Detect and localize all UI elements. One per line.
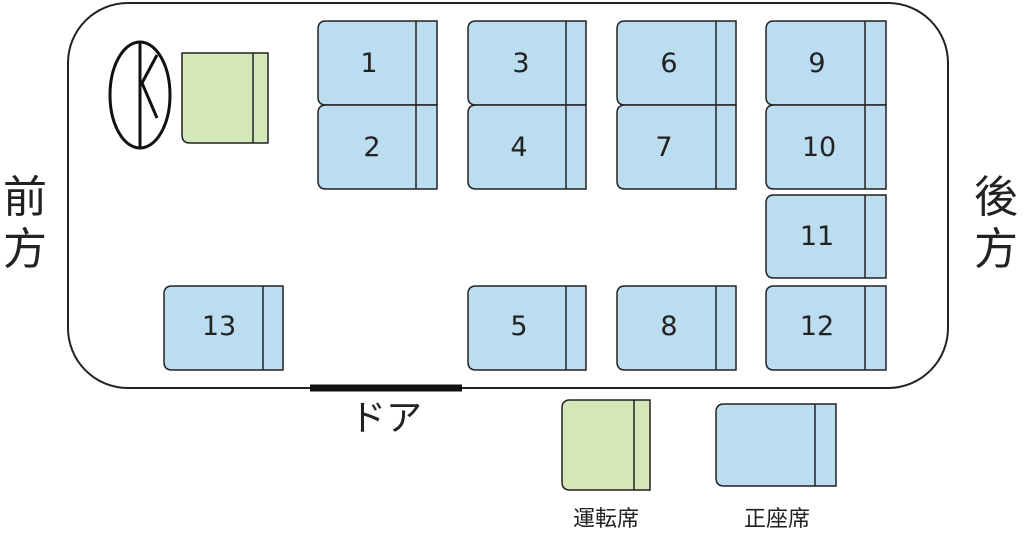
seat-3[interactable]: 3 bbox=[467, 20, 587, 106]
rear-label-char-2: 方 bbox=[974, 224, 1018, 275]
seat-number: 13 bbox=[202, 311, 236, 342]
rear-label: 後 方 bbox=[974, 172, 1018, 275]
seat-number: 12 bbox=[800, 311, 834, 342]
seat-number: 8 bbox=[660, 311, 677, 342]
seat-12[interactable]: 12 bbox=[765, 285, 887, 371]
seat-number: 11 bbox=[800, 221, 834, 252]
legend: 運転席 正座席 bbox=[561, 399, 837, 532]
seat-1[interactable]: 1 bbox=[317, 20, 438, 106]
steering-wheel-icon bbox=[108, 40, 172, 150]
rear-label-char-1: 後 bbox=[974, 172, 1018, 223]
seat-6[interactable]: 6 bbox=[616, 20, 737, 106]
seat-13[interactable]: 13 bbox=[163, 285, 284, 371]
legend-regular-seat: 正座席 bbox=[715, 403, 837, 532]
seat-number: 6 bbox=[660, 48, 677, 79]
seat-4[interactable]: 4 bbox=[467, 104, 587, 190]
seat-number: 5 bbox=[510, 311, 527, 342]
legend-driver-seat: 運転席 bbox=[561, 399, 651, 532]
driver-seat[interactable] bbox=[181, 52, 269, 144]
seat-7[interactable]: 7 bbox=[616, 104, 737, 190]
seat-11[interactable]: 11 bbox=[765, 194, 887, 279]
seat-9[interactable]: 9 bbox=[765, 20, 887, 106]
seat-8[interactable]: 8 bbox=[616, 285, 737, 371]
front-label-char-2: 方 bbox=[3, 224, 47, 275]
seat-number: 9 bbox=[808, 48, 825, 79]
seat-10[interactable]: 10 bbox=[765, 104, 887, 190]
legend-regular-seat-label: 正座席 bbox=[744, 507, 810, 532]
front-label-char-1: 前 bbox=[3, 172, 47, 223]
seat-5[interactable]: 5 bbox=[467, 285, 587, 371]
seats: 1 2 3 4 5 6 bbox=[163, 20, 887, 371]
seat-number: 2 bbox=[363, 132, 380, 163]
seat-number: 10 bbox=[802, 132, 836, 163]
front-label: 前 方 bbox=[3, 172, 47, 275]
seat-number: 4 bbox=[510, 132, 527, 163]
seat-number: 7 bbox=[655, 132, 672, 163]
door-label: ドア bbox=[350, 398, 422, 439]
legend-driver-seat-label: 運転席 bbox=[573, 507, 639, 532]
seat-number: 1 bbox=[360, 48, 377, 79]
seat-number: 3 bbox=[512, 48, 529, 79]
seat-2[interactable]: 2 bbox=[317, 104, 438, 190]
